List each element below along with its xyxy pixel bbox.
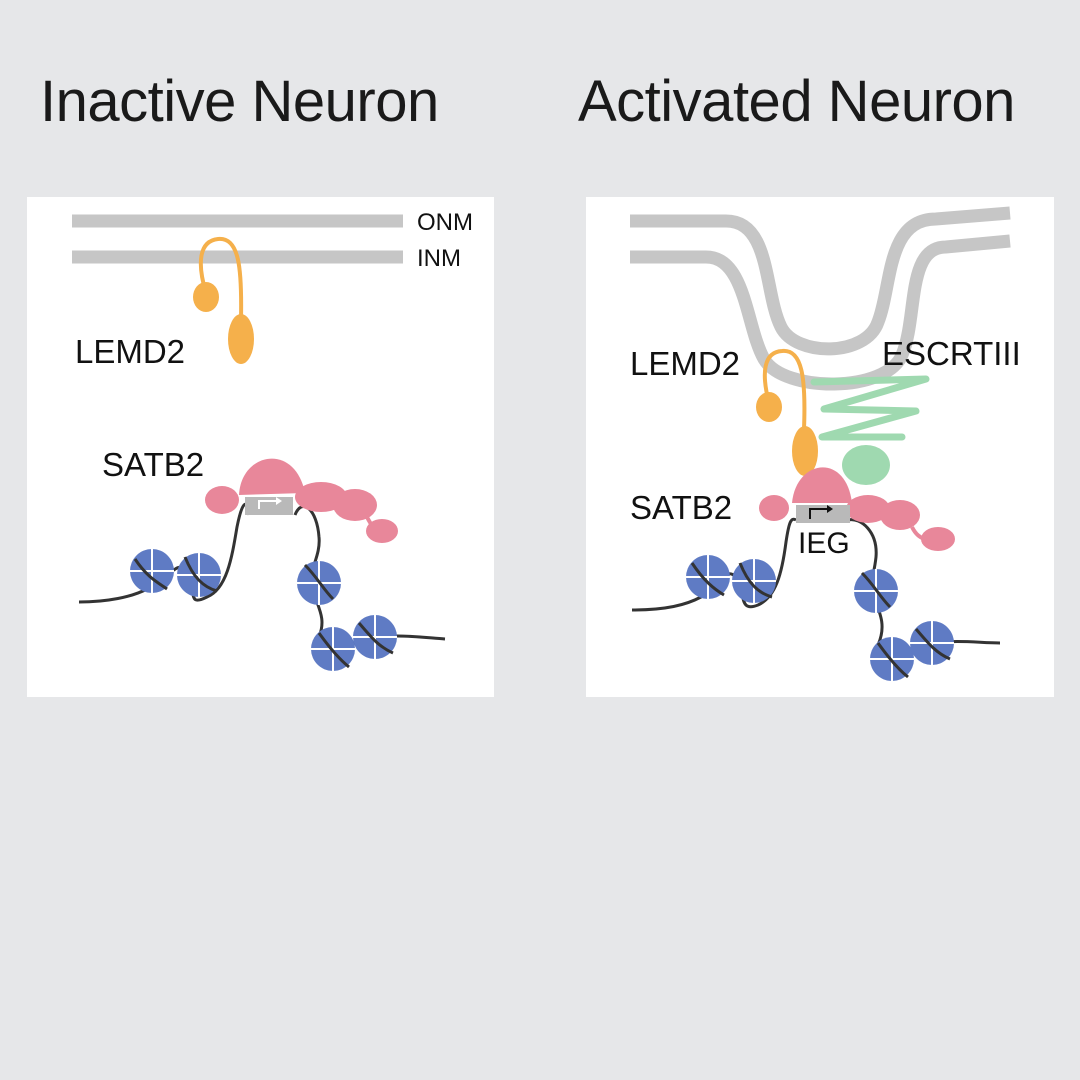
escrtiii-label: ESCRTIII (882, 335, 1021, 372)
nucleosome-2 (732, 559, 776, 603)
onm-membrane (630, 206, 1011, 356)
nucleosome-4 (870, 637, 914, 681)
satb2-label: SATB2 (102, 446, 205, 483)
inactive-neuron-title: Inactive Neuron (40, 69, 439, 134)
nucleosome-5 (910, 621, 954, 665)
inm-label: INM (417, 245, 461, 272)
nucleosome-2 (177, 553, 221, 597)
nucleosome-3 (297, 561, 341, 605)
activated-neuron-title: Activated Neuron (578, 69, 1015, 134)
ieg-label: IEG (798, 527, 850, 560)
nucleosome-3 (854, 569, 898, 613)
satb2-protein (759, 467, 955, 551)
satb2-protein (205, 458, 398, 543)
onm-label: ONM (417, 209, 473, 236)
nucleosome-4 (311, 627, 355, 671)
nucleosome-1 (130, 549, 174, 593)
ieg-gene (796, 505, 850, 523)
lemd2-label: LEMD2 (75, 333, 186, 370)
activated-neuron-diagram (630, 206, 1011, 681)
lemd2-protein (756, 348, 818, 476)
nucleosome-1 (686, 555, 730, 599)
activated-neuron-panel: LEMD2 ESCRTIII SATB2 IEG (586, 197, 1054, 697)
escrtiii-complex (810, 375, 930, 485)
lemd2-protein (193, 236, 254, 364)
lemd2-label: LEMD2 (630, 345, 741, 382)
satb2-label: SATB2 (630, 489, 733, 526)
gene-promoter (245, 497, 293, 515)
nucleosome-5 (353, 615, 397, 659)
inactive-neuron-diagram (72, 214, 446, 671)
inactive-neuron-panel: ONM INM LEMD2 SATB2 (27, 197, 494, 697)
